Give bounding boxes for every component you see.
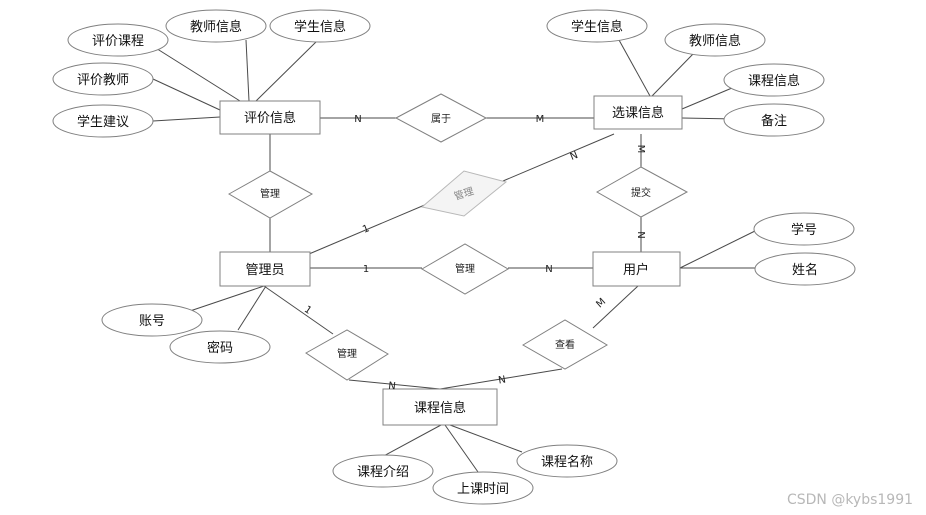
attr-sel-teacher-info[interactable]: 教师信息 xyxy=(664,23,766,57)
edge-manage2-admin xyxy=(308,203,428,255)
card-selection-manage: N xyxy=(569,150,580,163)
attr-course-intro-label: 课程介绍 xyxy=(357,465,409,480)
card-view-course: N xyxy=(497,374,506,386)
card-admin-manage-user: 1 xyxy=(363,264,369,275)
edge-admin-manage4 xyxy=(263,285,334,335)
card-eval-belongs: N xyxy=(354,114,361,125)
card-course-manage: N xyxy=(388,381,397,393)
relationship-manage-course-label: 管理 xyxy=(337,347,357,360)
attr-sel-course-info[interactable]: 课程信息 xyxy=(723,63,825,97)
edge-eval-suggestion xyxy=(152,116,221,122)
watermark-text: CSDN @kybs1991 xyxy=(787,492,913,508)
edge-course-time xyxy=(444,424,479,473)
attr-sel-remark[interactable]: 备注 xyxy=(723,103,825,137)
attr-sel-student-info-label: 学生信息 xyxy=(571,19,623,35)
entity-course-label: 课程信息 xyxy=(414,400,466,416)
relationship-submit[interactable]: 提交 xyxy=(595,166,689,218)
card-admin-manage-selection: 1 xyxy=(361,223,371,236)
edge-eval-teacherinfo xyxy=(245,39,250,102)
edge-eval-teacher xyxy=(152,78,221,111)
attr-sel-remark-label: 备注 xyxy=(761,113,787,129)
attr-eval-teacher-label: 评价教师 xyxy=(77,72,129,88)
entity-course-selection[interactable]: 选课信息 xyxy=(593,95,683,130)
attr-sel-teacher-info-label: 教师信息 xyxy=(689,33,741,49)
attr-eval-student-info-label: 学生信息 xyxy=(294,19,346,35)
attr-eval-student-info[interactable]: 学生信息 xyxy=(269,9,371,43)
attr-eval-teacher[interactable]: 评价教师 xyxy=(52,62,154,96)
edge-user-studentno xyxy=(679,230,756,269)
card-user-manage: N xyxy=(545,264,552,275)
edge-sel-manage2 xyxy=(502,133,615,182)
relationship-manage-course[interactable]: 管理 xyxy=(305,329,389,381)
entity-course[interactable]: 课程信息 xyxy=(382,388,498,426)
attr-admin-account[interactable]: 账号 xyxy=(101,303,203,337)
edge-sel-studentinfo xyxy=(618,39,651,97)
entity-evaluation[interactable]: 评价信息 xyxy=(219,100,321,135)
relationship-submit-label: 提交 xyxy=(631,186,651,199)
attr-user-name-label: 姓名 xyxy=(792,262,818,278)
edge-view-course xyxy=(439,368,563,390)
relationship-belongs[interactable]: 属于 xyxy=(394,93,488,143)
relationship-manage-selection[interactable]: 管理 xyxy=(420,170,508,217)
relationship-view[interactable]: 查看 xyxy=(522,319,608,370)
relationship-manage-evaluation-label: 管理 xyxy=(260,187,280,200)
entity-course-selection-label: 选课信息 xyxy=(612,105,664,121)
edge-admin-account xyxy=(189,285,265,312)
attr-student-suggestion-label: 学生建议 xyxy=(77,114,129,130)
edge-course-name xyxy=(449,424,523,453)
attr-sel-course-info-label: 课程信息 xyxy=(748,73,800,89)
attr-user-student-no-label: 学号 xyxy=(791,222,817,238)
entity-user-label: 用户 xyxy=(623,262,649,278)
edge-sel-courseinfo xyxy=(681,87,733,110)
attr-eval-teacher-info-label: 教师信息 xyxy=(190,19,242,35)
edge-user-view xyxy=(592,285,639,329)
attr-eval-teacher-info[interactable]: 教师信息 xyxy=(165,9,267,43)
edge-manage4-course xyxy=(348,379,441,390)
edge-admin-password xyxy=(237,285,267,331)
attr-user-name[interactable]: 姓名 xyxy=(754,252,856,286)
card-belongs-selection: M xyxy=(536,114,545,125)
attr-course-intro[interactable]: 课程介绍 xyxy=(332,454,434,488)
attr-admin-password[interactable]: 密码 xyxy=(169,330,271,364)
relationship-belongs-label: 属于 xyxy=(431,113,451,125)
card-user-view: M xyxy=(594,296,608,310)
edge-eval-studentinfo xyxy=(255,39,319,102)
attr-admin-account-label: 账号 xyxy=(139,314,165,329)
attr-admin-password-label: 密码 xyxy=(207,340,233,356)
entity-admin[interactable]: 管理员 xyxy=(219,251,311,287)
entity-admin-label: 管理员 xyxy=(245,263,284,278)
edges xyxy=(142,39,756,473)
attr-course-time[interactable]: 上课时间 xyxy=(432,471,534,505)
edge-course-intro xyxy=(379,424,442,459)
attr-sel-student-info[interactable]: 学生信息 xyxy=(546,9,648,43)
relationship-view-label: 查看 xyxy=(555,338,575,351)
card-admin-manage-course: 1 xyxy=(302,304,313,317)
entity-evaluation-label: 评价信息 xyxy=(244,110,296,126)
card-selection-submit: M xyxy=(635,145,646,154)
edge-sel-teacherinfo xyxy=(651,52,695,97)
entity-user[interactable]: 用户 xyxy=(592,251,681,287)
attr-eval-course[interactable]: 评价课程 xyxy=(67,23,169,57)
relationship-manage-user[interactable]: 管理 xyxy=(421,243,509,295)
attr-course-name[interactable]: 课程名称 xyxy=(516,444,618,478)
relationship-manage-user-label: 管理 xyxy=(455,262,475,275)
attr-course-name-label: 课程名称 xyxy=(541,454,593,470)
attr-student-suggestion[interactable]: 学生建议 xyxy=(52,104,154,138)
attr-eval-course-label: 评价课程 xyxy=(92,34,144,49)
attr-course-time-label: 上课时间 xyxy=(457,482,509,497)
attr-user-student-no[interactable]: 学号 xyxy=(753,212,855,246)
card-submit-user: N xyxy=(635,231,646,238)
edge-eval-course xyxy=(142,39,241,102)
relationship-manage-evaluation[interactable]: 管理 xyxy=(227,170,314,219)
